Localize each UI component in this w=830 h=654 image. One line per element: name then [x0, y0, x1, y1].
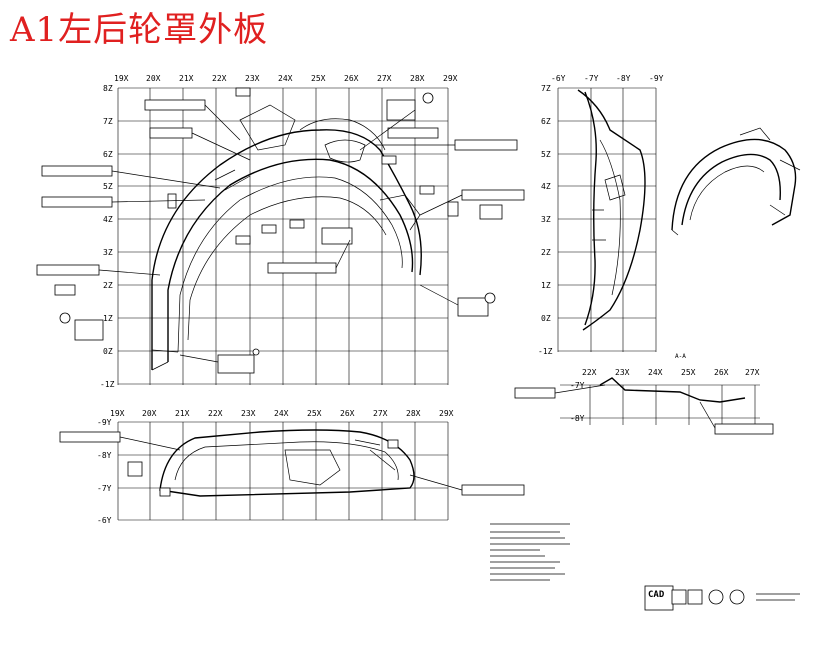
side-z-label: -1Z	[538, 347, 553, 356]
section-x-label: 25X	[681, 368, 696, 377]
side-z-label: 0Z	[541, 314, 551, 323]
section-x-label: 27X	[745, 368, 760, 377]
main-x-label: 20X	[146, 74, 161, 83]
section-y-label: -8Y	[570, 414, 585, 423]
section-a-a: A-A 22X 23X 24X 25X 26X 27X -7Y -8Y	[514, 353, 774, 435]
main-z-label: 1Z	[103, 314, 113, 323]
side-y-label: -7Y	[584, 74, 599, 83]
section-x-label: 23X	[615, 368, 630, 377]
main-z-label: 6Z	[103, 150, 113, 159]
bottom-x-label: 21X	[175, 409, 190, 418]
side-y-label: -6Y	[551, 74, 566, 83]
main-x-label: 19X	[114, 74, 129, 83]
bottom-y-label: -9Y	[97, 418, 112, 427]
bottom-y-label: -7Y	[97, 484, 112, 493]
side-z-label: 7Z	[541, 84, 551, 93]
main-x-label: 24X	[278, 74, 293, 83]
side-z-label: 4Z	[541, 182, 551, 191]
bottom-view-y-labels: -9Y -8Y -7Y -6Y	[97, 418, 112, 525]
main-x-label: 23X	[245, 74, 260, 83]
section-label: A-A	[675, 353, 686, 360]
main-view-x-labels: 19X 20X 21X 22X 23X 24X 25X 26X 27X 28X …	[114, 74, 458, 83]
side-view-grid	[557, 87, 657, 352]
main-x-label: 29X	[443, 74, 458, 83]
bottom-x-label: 24X	[274, 409, 289, 418]
bottom-x-label: 28X	[406, 409, 421, 418]
side-z-label: 6Z	[541, 117, 551, 126]
bottom-x-label: 22X	[208, 409, 223, 418]
side-z-label: 2Z	[541, 248, 551, 257]
section-x-label: 24X	[648, 368, 663, 377]
section-y-label: -7Y	[570, 381, 585, 390]
main-x-label: 28X	[410, 74, 425, 83]
side-y-label: -8Y	[616, 74, 631, 83]
main-z-label: -1Z	[100, 380, 115, 389]
main-view-callouts	[36, 87, 525, 374]
bottom-x-label: 29X	[439, 409, 454, 418]
bottom-x-label: 27X	[373, 409, 388, 418]
main-x-label: 26X	[344, 74, 359, 83]
section-x-label: 22X	[582, 368, 597, 377]
bottom-x-label: 19X	[110, 409, 125, 418]
wheelhouse-bottom-view	[59, 429, 525, 497]
side-z-label: 1Z	[541, 281, 551, 290]
main-x-label: 22X	[212, 74, 227, 83]
wheelhouse-front-view	[151, 104, 422, 371]
main-z-label: 0Z	[103, 347, 113, 356]
title-block: CAD	[644, 585, 800, 611]
main-view-z-labels: 8Z 7Z 6Z 5Z 4Z 3Z 2Z 1Z 0Z -1Z	[100, 84, 115, 389]
main-z-label: 5Z	[103, 182, 113, 191]
main-z-label: 8Z	[103, 84, 113, 93]
side-z-label: 3Z	[541, 215, 551, 224]
bottom-view-grid	[117, 421, 449, 521]
main-z-label: 2Z	[103, 281, 113, 290]
main-x-label: 27X	[377, 74, 392, 83]
side-y-label: -9Y	[649, 74, 664, 83]
main-z-label: 7Z	[103, 117, 113, 126]
bottom-x-label: 20X	[142, 409, 157, 418]
side-view-y-labels: -6Y -7Y -8Y -9Y	[551, 74, 664, 83]
section-x-label: 26X	[714, 368, 729, 377]
bottom-x-label: 26X	[340, 409, 355, 418]
bottom-y-label: -8Y	[97, 451, 112, 460]
side-view-z-labels: 7Z 6Z 5Z 4Z 3Z 2Z 1Z 0Z -1Z	[538, 84, 553, 356]
technical-notes	[490, 523, 570, 581]
drawing-title: A1左后轮罩外板	[10, 10, 269, 50]
main-z-label: 3Z	[103, 248, 113, 257]
bottom-x-label: 25X	[307, 409, 322, 418]
bottom-y-label: -6Y	[97, 516, 112, 525]
wheelhouse-iso-view	[671, 127, 801, 236]
bottom-view-x-labels: 19X 20X 21X 22X 23X 24X 25X 26X 27X 28X …	[110, 409, 454, 418]
main-z-label: 4Z	[103, 215, 113, 224]
main-x-label: 25X	[311, 74, 326, 83]
main-x-label: 21X	[179, 74, 194, 83]
wheelhouse-side-view	[577, 89, 646, 331]
cad-label: CAD	[648, 590, 665, 600]
side-z-label: 5Z	[541, 150, 551, 159]
bottom-x-label: 23X	[241, 409, 256, 418]
